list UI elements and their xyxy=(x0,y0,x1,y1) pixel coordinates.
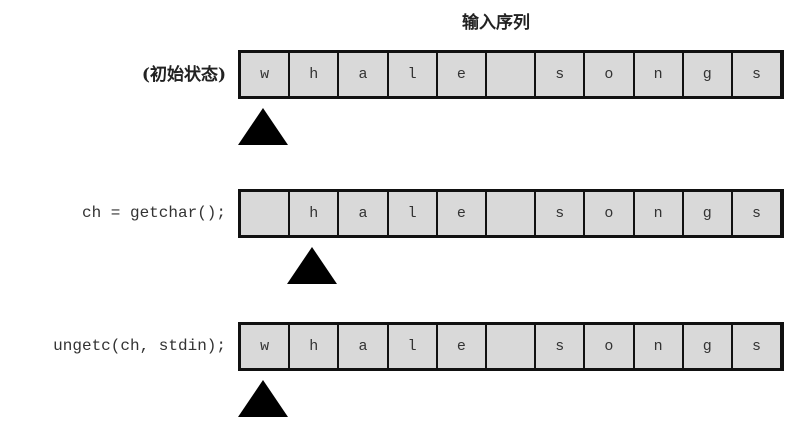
buffer-cell: w xyxy=(241,325,291,368)
row-label: (初始状态) xyxy=(141,65,226,85)
buffer-cell: l xyxy=(389,325,438,368)
buffer-cell: g xyxy=(684,192,733,235)
buffer-cell xyxy=(487,192,537,235)
buffer-cell xyxy=(487,325,537,368)
buffer-cell: h xyxy=(290,192,340,235)
buffer-cell: n xyxy=(635,325,684,368)
buffer-cell xyxy=(487,53,537,96)
buffer-cell: l xyxy=(389,53,438,96)
buffer-cell: s xyxy=(536,325,586,368)
buffer-cell: o xyxy=(585,53,635,96)
buffer-cell: o xyxy=(585,325,635,368)
buffer-cell: s xyxy=(751,338,761,355)
pointer-triangle-icon xyxy=(237,380,288,417)
buffer-cell: w xyxy=(241,53,291,96)
buffer-cell: n xyxy=(635,192,684,235)
buffer-cell: e xyxy=(438,192,487,235)
buffer-cell: a xyxy=(339,53,389,96)
pointer-triangle-icon xyxy=(237,108,288,145)
buffer-cell: n xyxy=(635,53,684,96)
buffer-cell: o xyxy=(585,192,635,235)
row-label: ungetc(ch, stdin); xyxy=(53,337,226,355)
buffer-cell: h xyxy=(290,53,340,96)
diagram-title: 输入序列 xyxy=(462,13,530,33)
buffer-cell: a xyxy=(339,325,389,368)
row-label: ch = getchar(); xyxy=(81,204,226,222)
buffer-cell: h xyxy=(290,325,340,368)
pointer-triangle-icon xyxy=(287,247,338,284)
buffer-cell: s xyxy=(536,192,586,235)
buffer-cell: e xyxy=(438,53,487,96)
buffer-cell: s xyxy=(536,53,586,96)
buffer-cell xyxy=(241,192,291,235)
buffer-cell: s xyxy=(751,205,761,222)
buffer-cell: e xyxy=(438,325,487,368)
buffer-cell: l xyxy=(389,192,438,235)
buffer-cell: g xyxy=(684,53,733,96)
buffer-cell: s xyxy=(751,66,761,83)
buffer-cell: g xyxy=(684,325,733,368)
buffer-cell: a xyxy=(339,192,389,235)
